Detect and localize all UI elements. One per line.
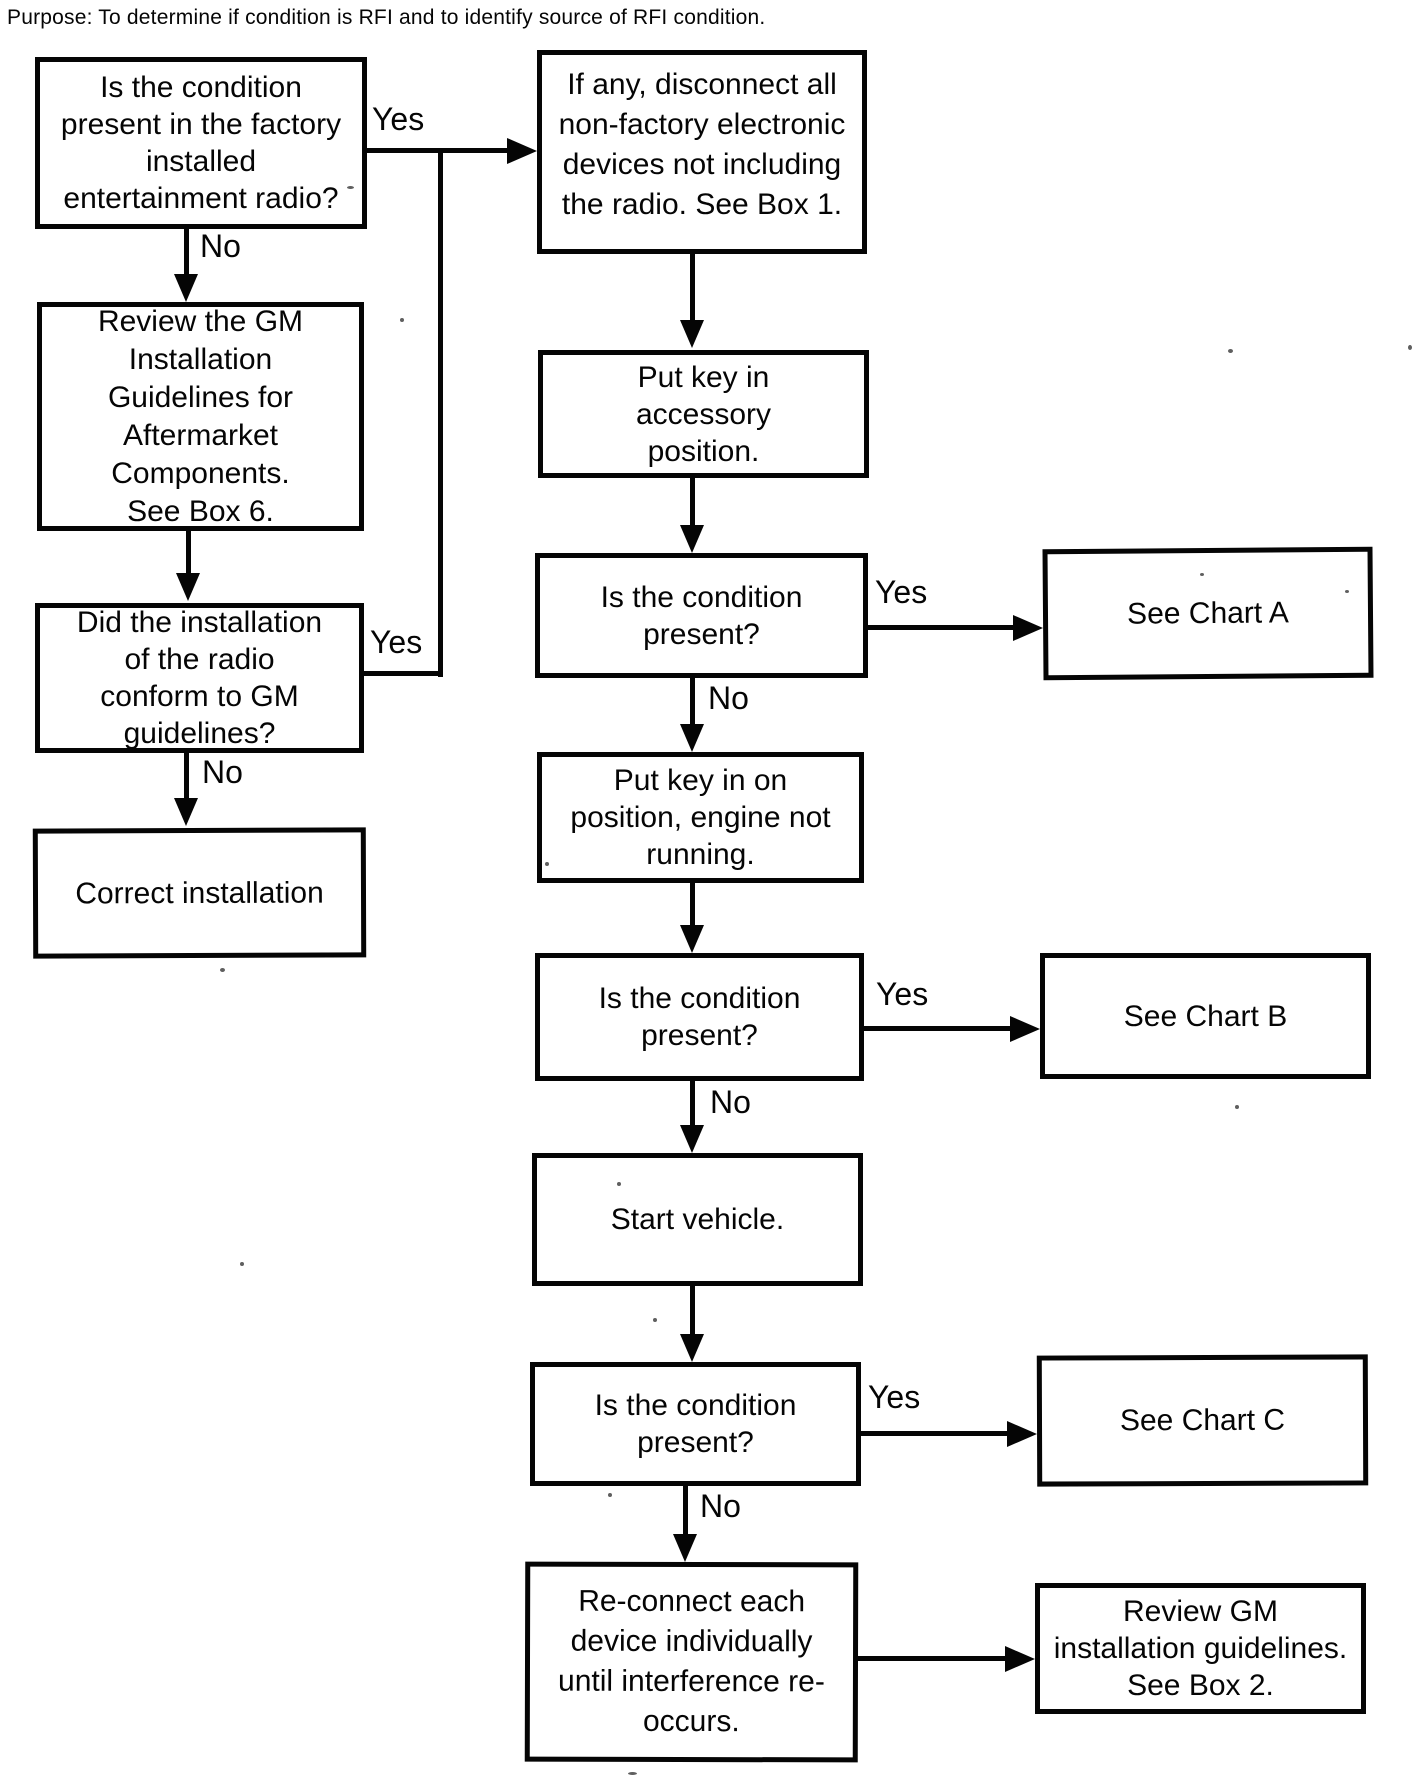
scan-speck <box>240 1262 244 1266</box>
arrowhead-right-icon <box>1013 615 1043 641</box>
node-review-gm-guidelines-box6: Review the GM Installation Guidelines fo… <box>37 302 364 531</box>
node-label: Put key in accessory position. <box>635 360 772 468</box>
node-key-on-engine-off: Put key in on position, engine not runni… <box>537 752 864 883</box>
scan-speck <box>1200 573 1204 576</box>
edge-label-no-3: No <box>708 680 749 716</box>
arrowhead-down-icon <box>680 724 704 752</box>
edge-m3-no-line <box>690 678 695 726</box>
edge-label-yes-1: Yes <box>372 101 425 137</box>
arrowhead-down-icon <box>680 320 704 348</box>
edge-b1-yes-line <box>367 148 508 153</box>
node-condition-present-1: Is the condition present? <box>535 553 868 678</box>
edge-m5-no-line <box>690 1081 695 1127</box>
scan-speck <box>400 318 404 322</box>
edge-label-no-5: No <box>700 1488 741 1524</box>
node-label: Re-connect each device individually unti… <box>557 1584 825 1739</box>
node-label: See Chart B <box>1123 999 1288 1033</box>
arrowhead-right-icon <box>507 138 537 164</box>
scan-speck <box>1408 345 1412 350</box>
edge-m7-yes-line <box>861 1431 1009 1436</box>
edge-m1-m2-line <box>690 254 695 322</box>
edge-label-yes-4: Yes <box>876 976 929 1012</box>
node-label: Review the GM Installation Guidelines fo… <box>97 304 304 528</box>
scan-speck <box>617 1182 621 1186</box>
node-see-chart-b: See Chart B <box>1040 953 1371 1079</box>
scan-speck <box>608 1493 612 1497</box>
edge-label-yes-3: Yes <box>875 574 928 610</box>
scan-speck <box>545 862 549 866</box>
node-label: Did the installation of the radio confor… <box>76 606 323 750</box>
edge-b3-no-line <box>184 753 189 800</box>
node-label: See Chart A <box>1126 596 1290 631</box>
arrowhead-down-icon <box>680 925 704 953</box>
scan-speck <box>1235 1105 1239 1109</box>
node-start-vehicle: Start vehicle. <box>532 1153 863 1286</box>
edge-m2-m3-line <box>690 478 695 527</box>
node-disconnect-devices: If any, disconnect all non-factory elect… <box>537 50 867 254</box>
edge-label-no-2: No <box>202 754 243 790</box>
scan-speck <box>1228 349 1233 353</box>
node-condition-present-2: Is the condition present? <box>535 953 864 1081</box>
node-see-chart-c: See Chart C <box>1036 1354 1369 1487</box>
arrowhead-down-icon <box>680 525 704 553</box>
arrowhead-down-icon <box>174 798 198 826</box>
edge-m7-no-line <box>683 1486 688 1536</box>
node-label: Is the condition present? <box>594 1389 797 1459</box>
node-label: If any, disconnect all non-factory elect… <box>558 68 846 221</box>
purpose-text: Purpose: To determine if condition is RF… <box>7 6 766 29</box>
node-condition-present-3: Is the condition present? <box>530 1362 861 1486</box>
edge-m5-yes-line <box>864 1026 1012 1031</box>
arrowhead-down-icon <box>176 573 200 601</box>
arrowhead-down-icon <box>673 1534 697 1562</box>
edge-merge-vertical-line <box>438 150 443 677</box>
edge-label-yes-2: Yes <box>370 624 423 660</box>
edge-m4-m5-line <box>690 883 695 927</box>
edge-label-no-4: No <box>710 1084 751 1120</box>
edge-b1-no-line <box>184 228 189 276</box>
node-installation-conform: Did the installation of the radio confor… <box>35 603 364 753</box>
edge-label-yes-5: Yes <box>868 1379 921 1415</box>
scan-speck <box>653 1318 657 1322</box>
arrowhead-right-icon <box>1010 1016 1040 1042</box>
node-label: Is the condition present? <box>600 580 803 651</box>
node-correct-installation: Correct installation <box>32 827 367 959</box>
node-reconnect-devices: Re-connect each device individually unti… <box>524 1561 859 1763</box>
scan-speck <box>1345 590 1349 593</box>
arrowhead-down-icon <box>680 1125 704 1153</box>
arrowhead-right-icon <box>1005 1646 1035 1672</box>
scan-speck <box>220 968 225 972</box>
edge-m8-r4-line <box>858 1656 1007 1661</box>
arrowhead-down-icon <box>680 1334 704 1362</box>
edge-m6-m7-line <box>690 1286 695 1336</box>
node-label: Put key in on position, engine not runni… <box>570 764 831 871</box>
arrowhead-down-icon <box>174 274 198 302</box>
edge-b2-b3-line <box>186 531 191 575</box>
edge-m3-yes-line <box>868 625 1015 630</box>
edge-label-no-1: No <box>200 228 241 264</box>
node-key-accessory: Put key in accessory position. <box>538 350 869 478</box>
node-label: Is the condition present? <box>598 982 801 1052</box>
scan-speck <box>628 1772 637 1775</box>
node-see-chart-a: See Chart A <box>1042 546 1374 681</box>
scan-speck <box>347 186 354 189</box>
node-label: Review GM installation guidelines. See B… <box>1053 1595 1348 1702</box>
node-label: Is the condition present in the factory … <box>60 71 342 215</box>
node-label: Correct installation <box>75 876 324 910</box>
node-label: Start vehicle. <box>610 1203 785 1236</box>
node-review-gm-box2: Review GM installation guidelines. See B… <box>1035 1583 1366 1714</box>
edge-b3-yes-line <box>363 671 443 676</box>
arrowhead-right-icon <box>1007 1421 1037 1447</box>
node-label: See Chart C <box>1119 1403 1286 1438</box>
node-condition-in-factory-radio: Is the condition present in the factory … <box>35 57 367 229</box>
